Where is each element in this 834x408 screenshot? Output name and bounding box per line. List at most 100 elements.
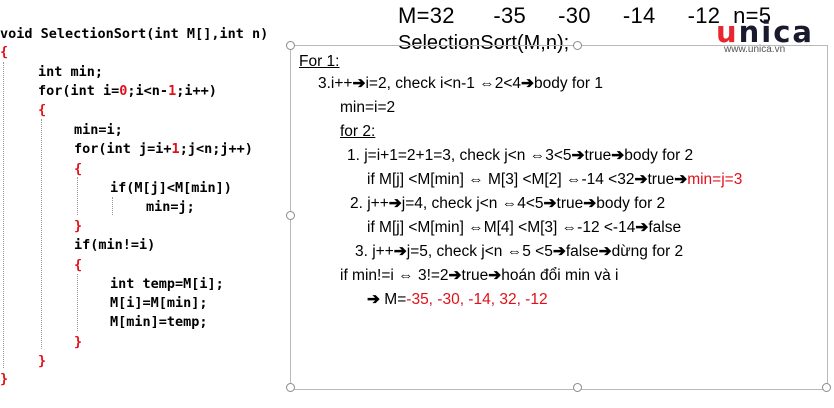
equivalence-icon: ⇔	[561, 219, 578, 236]
step-text: M[4] <M[3]	[483, 219, 562, 236]
step-text: 3. j++	[355, 243, 394, 260]
step-text: if M[j] <M[min]	[367, 219, 469, 236]
code-line-for-j: for(int j=i+1;j<n;j++)	[74, 141, 253, 157]
code-panel: void SelectionSort(int M[],int n) { int …	[0, 22, 290, 402]
arrow-right-icon: ➔	[367, 291, 380, 308]
equivalence-icon: ⇔	[506, 243, 523, 260]
step-text: hoán đổi min và i	[501, 267, 619, 284]
array-values-line: M=32 -35 -30 -14 -12 n=5	[398, 3, 772, 28]
code-for-j-part2: ;j<n;j++)	[179, 141, 253, 157]
code-for-i-part3: ;i++)	[176, 83, 217, 99]
step-j-3: 3. j++➔j=5, check j<n ⇔5 <5➔false➔dừng f…	[355, 243, 683, 261]
code-for-j-part1: for(int j=i+	[74, 141, 172, 157]
step-text: body for 2	[596, 195, 666, 212]
indent-guide	[77, 177, 78, 215]
step-text: dừng for 2	[611, 243, 684, 260]
step-text: 5 <5	[522, 243, 553, 260]
step-text: 1. j=i+1=2+1=3, check j<n	[347, 147, 530, 164]
min-assign: min=i=2	[340, 99, 396, 116]
code-for-i-one: 1	[168, 83, 177, 99]
code-line-min-eq-i: min=i;	[74, 122, 123, 138]
step-text: true	[584, 147, 612, 164]
step-text: i=2, check i<n-1	[365, 75, 480, 92]
code-line-if-brace: {	[74, 257, 83, 273]
code-for-i-part2: ;i<n-	[127, 83, 169, 99]
result-array: ➔ M=-35, -30, -14, 32, -12	[367, 291, 548, 309]
for1-label: For 1:	[299, 53, 340, 70]
resize-handle-bottom-center[interactable]	[573, 383, 582, 392]
arrow-right-icon: ➔	[634, 171, 648, 188]
logo-wordmark: unica	[716, 15, 814, 49]
step-text: M=	[380, 291, 407, 308]
arrow-right-icon: ➔	[611, 147, 625, 164]
step-text: false	[565, 243, 599, 260]
step-text: 4<5	[517, 195, 544, 212]
code-line-for-i-brace: {	[38, 102, 47, 118]
resize-handle-bottom-right[interactable]	[822, 383, 831, 392]
code-for-i-zero: 0	[119, 83, 128, 99]
resize-handle-bottom-left[interactable]	[286, 383, 295, 392]
code-line-int-min: int min;	[38, 64, 104, 80]
step-text: if min!=i	[340, 267, 399, 284]
code-line-swap2: M[min]=temp;	[110, 314, 208, 330]
code-line-swap1: M[i]=M[min];	[110, 295, 208, 311]
code-line-if-brace-close: }	[74, 334, 83, 350]
result-highlight: min=j=3	[687, 171, 743, 188]
step-text: -12 <-14	[577, 219, 636, 236]
logo-letter-u: u	[716, 15, 739, 49]
code-line-min-eq-j: min=j;	[146, 199, 195, 215]
arrow-right-icon: ➔	[448, 267, 462, 284]
arrow-right-icon: ➔	[543, 195, 557, 212]
logo-letters-rest: nica	[738, 15, 815, 49]
step-text: M[3] <M[2]	[483, 171, 566, 188]
arrow-right-icon: ➔	[552, 243, 566, 260]
arrow-right-icon: ➔	[571, 147, 585, 164]
step-text: true	[647, 171, 675, 188]
step-text: body for 2	[624, 147, 694, 164]
step-text: true	[556, 195, 584, 212]
code-signature-text: void SelectionSort(int M[],int n)	[0, 26, 269, 42]
equivalence-icon: ⇔	[529, 147, 546, 164]
step-text: false	[648, 219, 682, 236]
indent-guide	[112, 197, 113, 215]
equivalence-icon: ⇔	[398, 267, 414, 284]
code-line-for-j-brace-close: }	[74, 218, 83, 234]
resize-handle-middle-left[interactable]	[286, 211, 295, 220]
equivalence-icon: ⇔	[565, 171, 582, 188]
result-highlight: -35, -30, -14, 32, -12	[406, 291, 548, 308]
equivalence-icon: ⇔	[468, 219, 484, 236]
code-for-j-one: 1	[171, 141, 180, 157]
arrow-right-icon: ➔	[583, 195, 597, 212]
step-text: 2. j++	[350, 195, 389, 212]
arrow-right-icon: ➔	[521, 75, 535, 92]
step-text: j=4, check j<n	[401, 195, 502, 212]
code-line-for-i: for(int i=0;i<n-1;i++)	[38, 83, 217, 99]
step-i-increment: 3.i++➔i=2, check i<n-1 ⇔2<4➔body for 1	[318, 75, 603, 93]
step-text: 3<5	[545, 147, 572, 164]
indent-guide	[3, 62, 4, 368]
compare-step-1: if M[j] <M[min] ⇔ M[3] <M[2] ⇔-14 <32➔tr…	[367, 171, 742, 189]
arrow-right-icon: ➔	[488, 267, 502, 284]
code-line-brace-open: {	[0, 44, 9, 60]
arrow-right-icon: ➔	[388, 195, 402, 212]
step-text: true	[461, 267, 489, 284]
step-text: 3!=2	[413, 267, 449, 284]
equivalence-icon: ⇔	[468, 171, 484, 188]
unica-logo: unica	[716, 15, 828, 49]
resize-handle-top-center[interactable]	[573, 41, 582, 50]
step-text: if M[j] <M[min]	[367, 171, 469, 188]
resize-handle-top-left[interactable]	[286, 41, 295, 50]
step-text: 2<4	[494, 75, 522, 92]
code-line-temp: int temp=M[i];	[110, 276, 224, 292]
code-line-signature: void SelectionSort(int M[],int n)	[0, 26, 268, 42]
code-line-if-min-ne-i: if(min!=i)	[74, 237, 156, 253]
arrow-right-icon: ➔	[393, 243, 407, 260]
step-j-1: 1. j=i+1=2+1=3, check j<n ⇔3<5➔true➔body…	[347, 147, 693, 165]
code-line-if-compare: if(M[j]<M[min])	[110, 180, 232, 196]
equivalence-icon: ⇔	[501, 195, 518, 212]
step-text: -14 <32	[581, 171, 635, 188]
swap-check: if min!=i ⇔ 3!=2➔true➔hoán đổi min và i	[340, 267, 618, 285]
step-text: body for 1	[534, 75, 603, 92]
code-line-for-i-brace-close: }	[38, 353, 47, 369]
